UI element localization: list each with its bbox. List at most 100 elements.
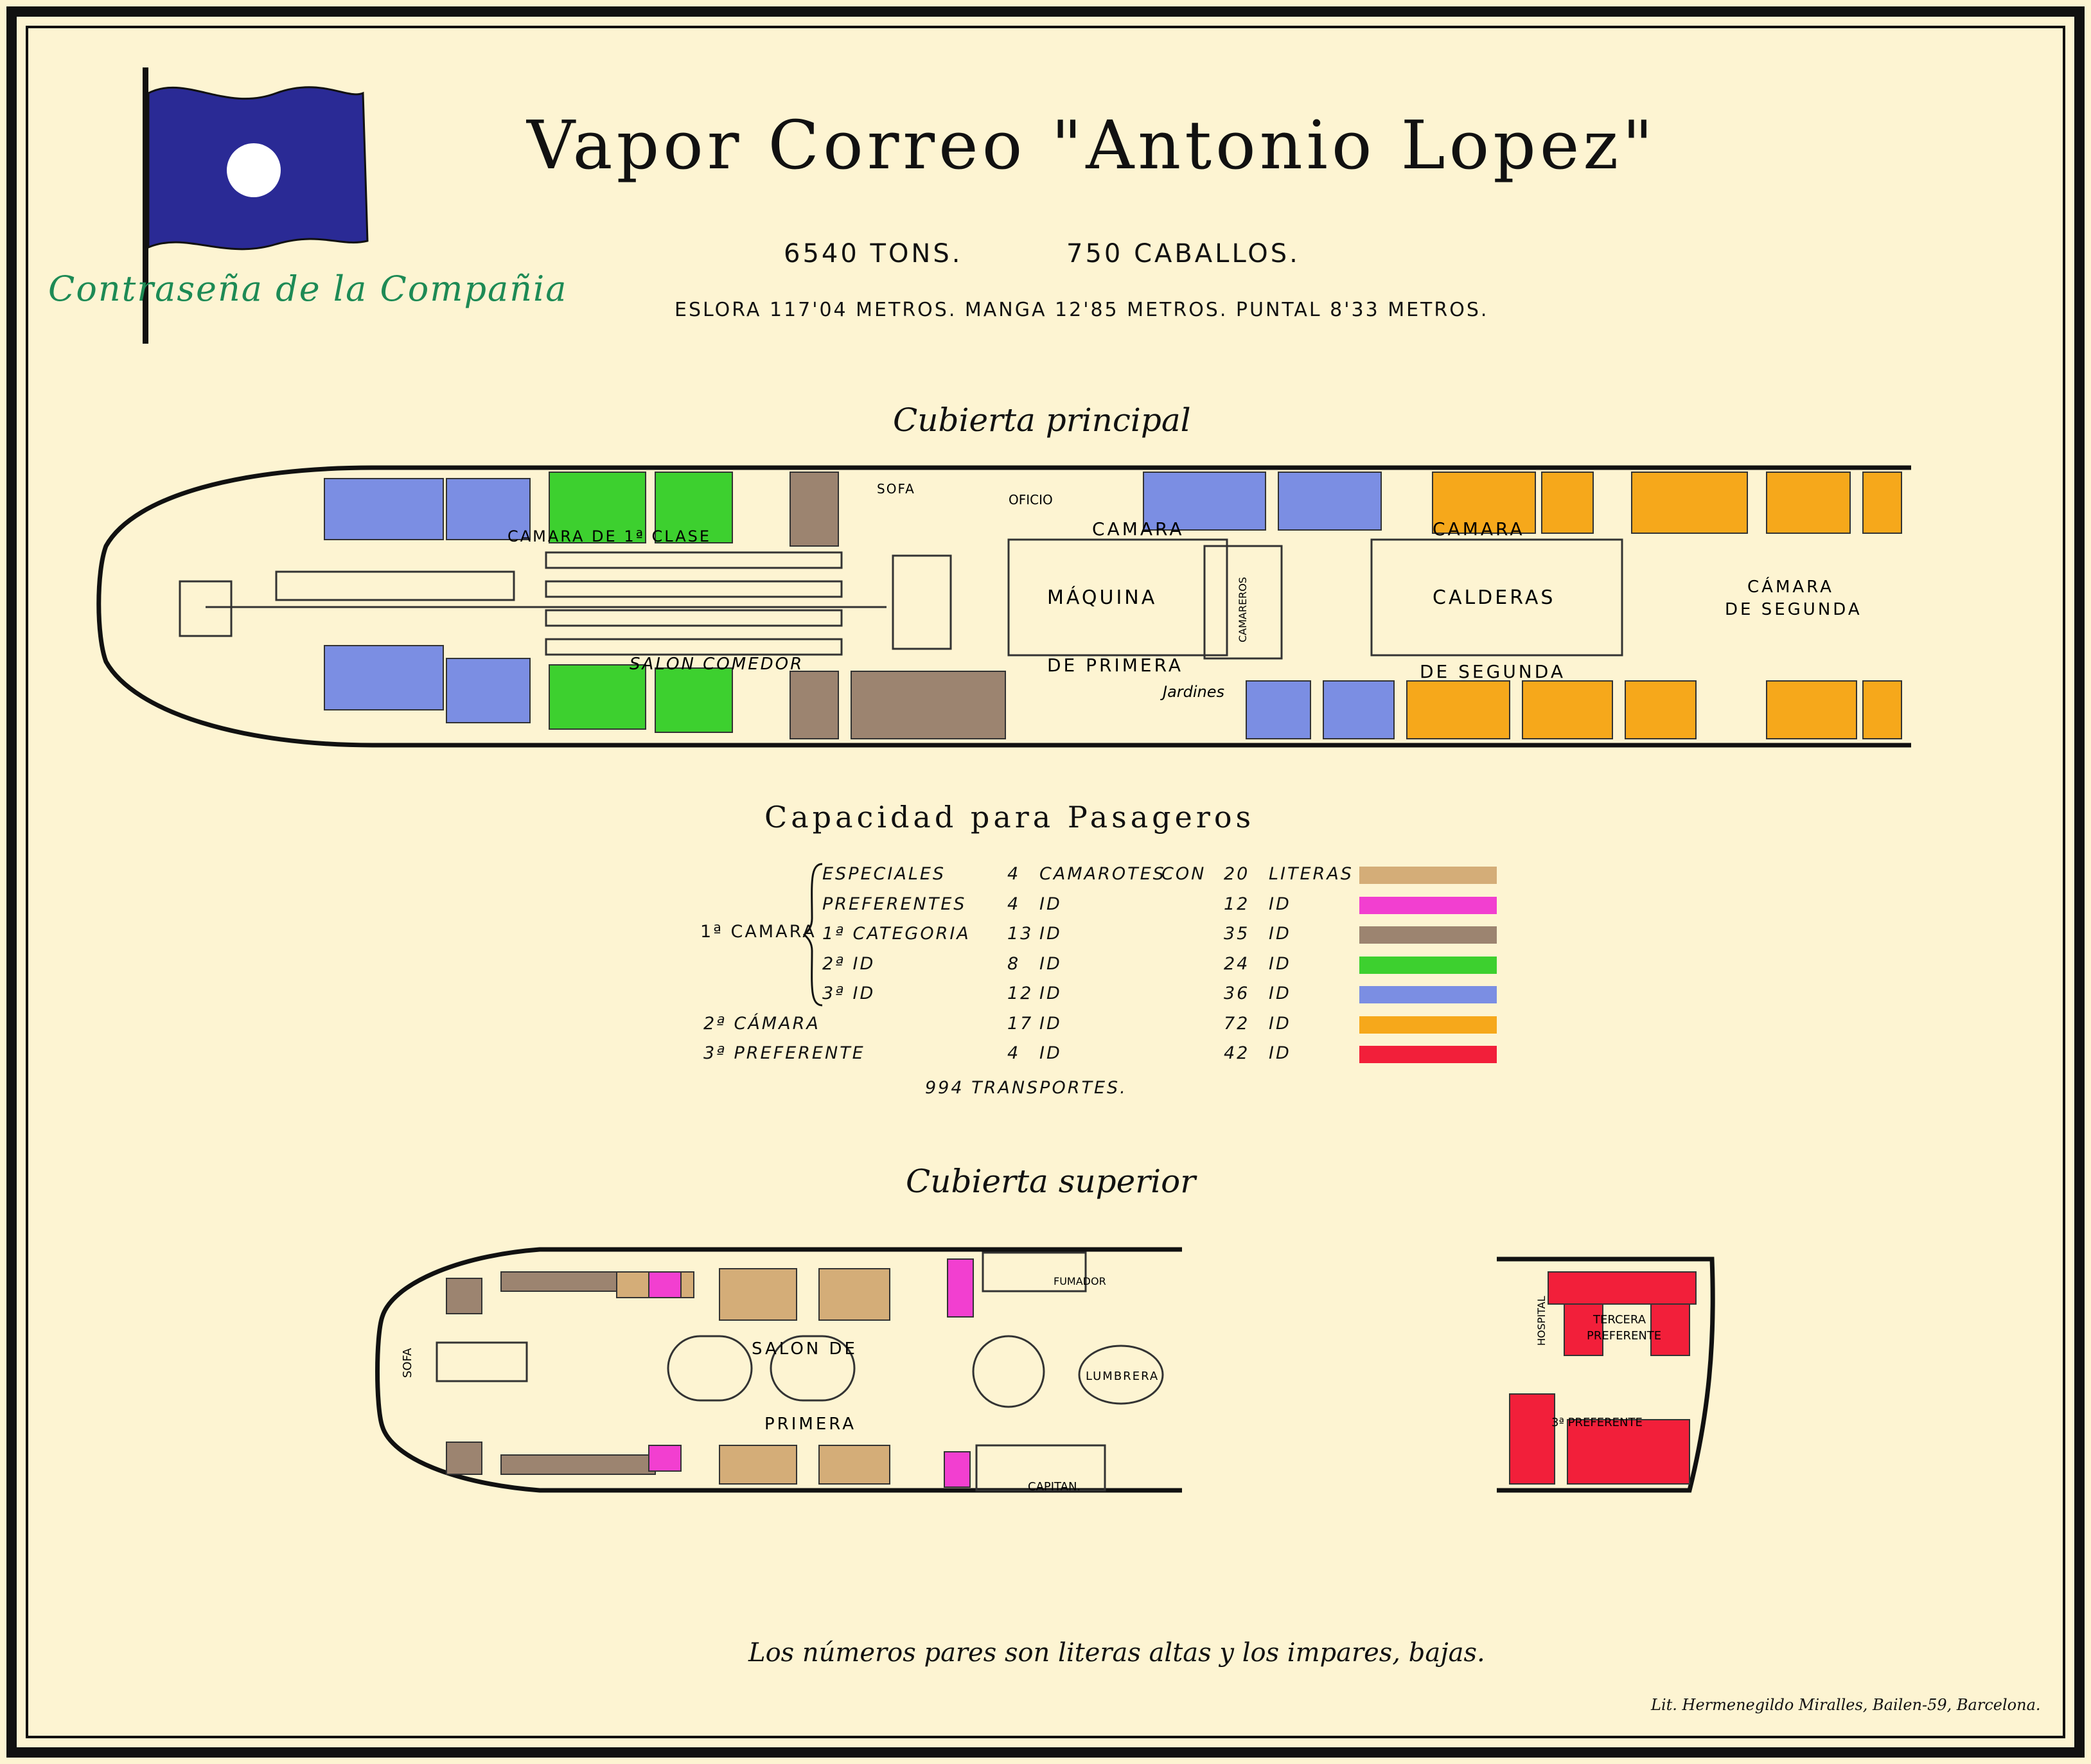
capacity-row-name: 1ª CATEGORIA <box>822 924 971 944</box>
cabin-3a <box>1246 680 1311 739</box>
cabin-1a-categoria <box>446 1442 482 1475</box>
capacity-row-cabins: 12 <box>1007 983 1034 1003</box>
dining-table-1 <box>275 570 515 601</box>
maquina-room <box>1007 538 1228 657</box>
tonnage: 6540 TONS. <box>784 239 963 269</box>
camareros-room <box>1203 545 1283 660</box>
skylight-left <box>667 1335 753 1402</box>
tercera-block <box>1567 1419 1690 1485</box>
cabin-1a-categoria <box>851 671 1006 739</box>
capacity-row-swatch <box>1359 896 1497 914</box>
cabin-2a-camara <box>1631 472 1748 534</box>
capacity-row-berths-word: ID <box>1269 983 1291 1003</box>
upper-cabins-top <box>446 1258 974 1321</box>
capacity-row-berths: 24 <box>1224 953 1250 974</box>
cabin-2a-camara <box>1766 680 1857 739</box>
cabin-1a-categoria <box>446 1278 482 1314</box>
capacity-row-berths: 72 <box>1224 1013 1250 1034</box>
tercera-preferente-area <box>1509 1271 1697 1485</box>
cabin-especial <box>818 1268 890 1321</box>
capacity-row-berths: 20 <box>1224 864 1250 884</box>
capacity-row-cabins: 4 <box>1007 864 1021 884</box>
label-de-primera: DE PRIMERA <box>1047 655 1183 676</box>
capacity-row-cabins: 4 <box>1007 894 1021 914</box>
cabin-3a <box>446 658 531 723</box>
capacity-row-swatch <box>1359 926 1497 944</box>
tercera-block <box>1548 1271 1697 1305</box>
dimensions: ESLORA 117'04 METROS. MANGA 12'85 METROS… <box>675 299 1489 321</box>
cabin-preferente <box>648 1445 682 1472</box>
capacity-row-swatch <box>1359 1046 1497 1063</box>
label-salon-comedor: SALON COMEDOR <box>630 655 804 674</box>
cabin-3a <box>446 478 531 540</box>
capacity-row-berths-word: ID <box>1269 953 1291 974</box>
capacity-row-cabins-word: ID <box>1039 894 1062 914</box>
capacity-row-cabins-word: ID <box>1039 983 1062 1003</box>
label-camara-segunda-2: DE SEGUNDA <box>1725 600 1862 619</box>
capacity-row-berths-word: ID <box>1269 1043 1291 1063</box>
capacity-row-name: 3ª ID <box>822 983 876 1003</box>
upper-label-lumbrera: LUMBRERA <box>1086 1370 1159 1383</box>
label-camareros: CAMAREROS <box>1237 577 1249 642</box>
cabin-1a-categoria <box>500 1454 656 1475</box>
label-sofa: SOFA <box>877 481 915 497</box>
fumador-room <box>982 1251 1087 1292</box>
cabin-1a-categoria <box>790 472 839 547</box>
flag-label: Contraseña de la Compañia <box>48 269 568 309</box>
label-camara-top-1: CAMARA <box>1092 518 1185 540</box>
lumbrera-outline <box>1078 1345 1164 1405</box>
capacity-row-berths-word: ID <box>1269 924 1291 944</box>
capacity-row-cabins-word: ID <box>1039 1013 1062 1034</box>
capacity-row-name: 2ª ID <box>822 953 876 974</box>
cabin-preferente <box>648 1271 682 1298</box>
main-cabins-bottom <box>324 645 1902 739</box>
printer-credit: Lit. Hermenegildo Miralles, Bailen-59, B… <box>1651 1696 2041 1714</box>
cabin-3a <box>1323 680 1395 739</box>
cabin-3a <box>1143 472 1266 531</box>
cabin-2a <box>549 472 646 543</box>
capacity-row-berths: 35 <box>1224 924 1250 944</box>
cabin-1a-categoria <box>790 671 839 739</box>
capacity-row-berths-word: ID <box>1269 894 1291 914</box>
capacity-row-name: 2ª CÁMARA <box>703 1013 820 1034</box>
cabin-3a <box>324 478 444 540</box>
cabin-2a-camara <box>1862 472 1902 534</box>
upper-label-capitan: CAPITAN. <box>1028 1480 1081 1494</box>
cabin-preferente <box>947 1258 974 1318</box>
capacity-row-berths-word: ID <box>1269 1013 1291 1034</box>
label-camara-segunda-1: CÁMARA <box>1747 576 1834 597</box>
upper-label-primera: PRIMERA <box>764 1415 856 1434</box>
label-jardines: Jardines <box>1160 683 1224 701</box>
skylight-round <box>972 1335 1045 1408</box>
capacity-row-berths-word: LITERAS <box>1269 864 1354 884</box>
capacity-row-name: 3ª PREFERENTE <box>703 1043 865 1063</box>
upper-label-fumador: FUMADOR <box>1054 1275 1106 1287</box>
upper-label-tercera: TERCERA <box>1593 1313 1646 1327</box>
cabin-2a-camara <box>1541 472 1594 534</box>
capacity-row-cabins: 17 <box>1007 1013 1034 1034</box>
upper-label-sofa: SOFA <box>401 1348 414 1378</box>
upper-deck-structures <box>436 1251 1164 1492</box>
cabin-especial <box>719 1445 797 1485</box>
main-deck-structures <box>179 538 1623 660</box>
upper-label-preferente2: 3ª PREFERENTE <box>1551 1416 1643 1429</box>
capacity-row-berths: 42 <box>1224 1043 1250 1063</box>
company-flag <box>143 67 369 344</box>
label-de-segunda: DE SEGUNDA <box>1420 661 1566 682</box>
capacity-row-name: PREFERENTES <box>822 894 967 914</box>
upper-label-salon: SALON DE <box>752 1339 858 1359</box>
cabin-2a <box>655 472 733 543</box>
capacity-row-cabins: 13 <box>1007 924 1034 944</box>
capacity-row-name: ESPECIALES <box>822 864 946 884</box>
page-title: Vapor Correo "Antonio Lopez" <box>527 106 1657 184</box>
upper-label-hospital: HOSPITAL <box>1535 1296 1548 1346</box>
upper-deck-plan: SALON DE PRIMERA LUMBRERA FUMADOR CAPITA… <box>375 1247 1715 1494</box>
group-1a-camara: 1ª CAMARA <box>700 922 816 942</box>
capacity-row-swatch <box>1359 867 1497 884</box>
cabin-2a-camara <box>1625 680 1697 739</box>
dining-table-4 <box>545 609 843 627</box>
tercera-block <box>1650 1303 1690 1356</box>
cabin-2a-camara <box>1406 680 1510 739</box>
dining-table-5 <box>545 638 843 656</box>
capacity-row-cabins-word: ID <box>1039 924 1062 944</box>
